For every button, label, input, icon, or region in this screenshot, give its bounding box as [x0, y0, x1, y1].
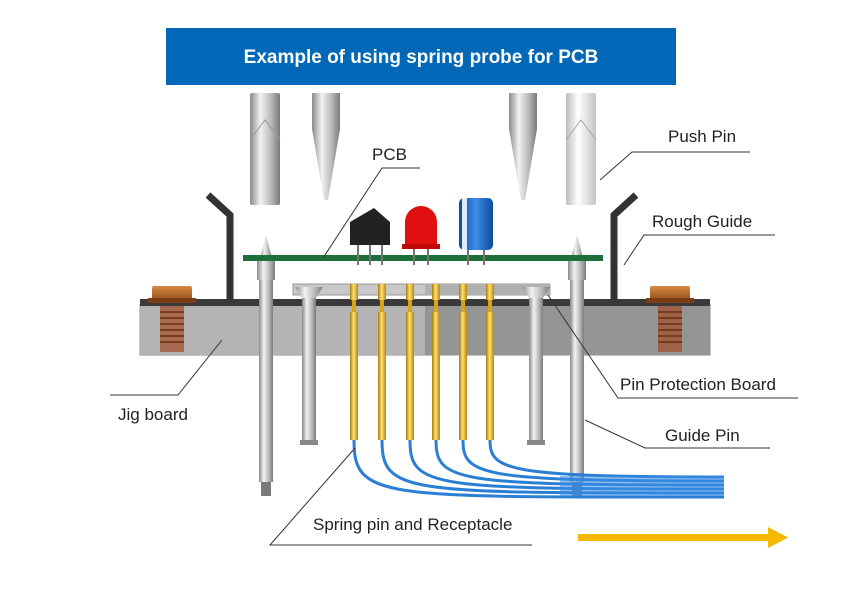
label-pcb: PCB — [372, 145, 407, 164]
left-guide-pin — [257, 235, 275, 496]
wire-bundle — [352, 439, 725, 499]
title-banner — [166, 28, 676, 85]
spring-probe — [350, 284, 358, 440]
right-guide-pin — [568, 235, 586, 496]
spring-probes — [350, 284, 494, 440]
support-post-left — [295, 287, 323, 445]
blue-capacitor — [459, 198, 493, 265]
flow-arrow-icon — [578, 527, 788, 548]
label-push-pin: Push Pin — [668, 127, 736, 146]
pin-protection-board — [292, 283, 551, 296]
spring-probe — [459, 284, 467, 440]
leader-pin-protection-board — [547, 294, 798, 399]
spring-probe — [406, 284, 414, 440]
right-rough-guide — [610, 192, 639, 302]
leader-rough-guide — [623, 234, 775, 266]
label-spring-pin: Spring pin and Receptacle — [313, 515, 512, 534]
diagram-title: Example of using spring probe for PCB — [244, 47, 599, 68]
leader-jig-board — [110, 339, 223, 396]
left-screw — [148, 286, 196, 352]
label-rough-guide: Rough Guide — [652, 212, 752, 231]
spring-probe — [486, 284, 494, 440]
jig-board — [139, 299, 711, 356]
spring-probe — [432, 284, 440, 440]
spring-probe — [378, 284, 386, 440]
push-pin-1 — [249, 93, 281, 205]
push-pin-4 — [565, 93, 597, 205]
support-post-right — [522, 287, 550, 445]
left-rough-guide — [205, 192, 234, 302]
label-jig-board: Jig board — [118, 405, 188, 424]
pcb-board — [243, 255, 603, 261]
leader-push-pin — [599, 151, 750, 181]
leader-spring-pin — [268, 447, 532, 546]
leader-pcb — [322, 167, 420, 259]
right-screw — [646, 286, 694, 352]
label-guide-pin: Guide Pin — [665, 426, 740, 445]
push-pin-3 — [509, 93, 537, 200]
red-led — [402, 206, 440, 265]
push-pin-2 — [312, 93, 340, 200]
label-pin-protection-board: Pin Protection Board — [620, 375, 776, 394]
leader-guide-pin — [584, 419, 770, 449]
black-component — [350, 208, 390, 265]
